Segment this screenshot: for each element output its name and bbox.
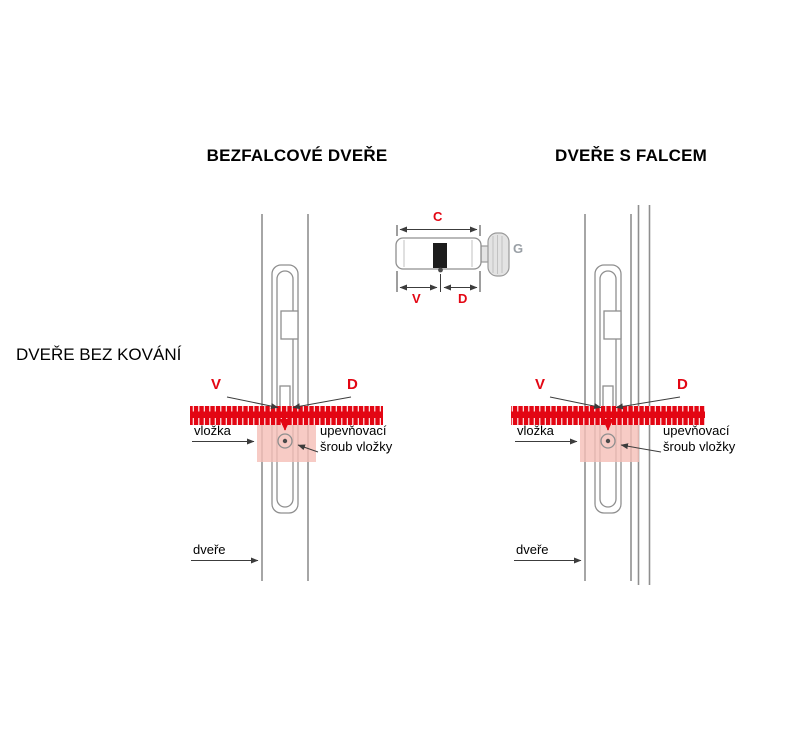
dimension-v-d bbox=[396, 271, 481, 292]
right-screw-label-line2: šroub vložky bbox=[663, 439, 736, 454]
right-screw-label: upevňovací šroub vložky bbox=[663, 423, 735, 455]
left-ruler-band bbox=[190, 406, 383, 425]
left-screw-label-line2: šroub vložky bbox=[320, 439, 393, 454]
left-v-arrow bbox=[226, 396, 279, 410]
left-screw-label-arrow bbox=[297, 444, 319, 453]
heading-bezfalcove-dvere: BEZFALCOVÉ DVEŘE bbox=[206, 146, 388, 165]
cylinder-illustration bbox=[395, 225, 510, 292]
cylinder-dim-g-label: G bbox=[513, 241, 524, 256]
right-door-drawing bbox=[584, 205, 651, 585]
right-d-label: D bbox=[677, 376, 688, 393]
right-d-arrow bbox=[615, 396, 681, 410]
right-screw-label-line1: upevňovací bbox=[663, 423, 730, 438]
right-ruler-band bbox=[511, 406, 705, 425]
left-latch bbox=[280, 310, 299, 340]
heading-dvere-s-falcem: DVEŘE S FALCEM bbox=[554, 146, 708, 165]
right-screw-highlight bbox=[580, 425, 639, 462]
cylinder-dim-c-label: C bbox=[433, 209, 443, 224]
dimension-c bbox=[396, 225, 481, 236]
knob-icon bbox=[487, 232, 510, 277]
left-v-label: V bbox=[211, 376, 222, 393]
right-faceplate-slot bbox=[599, 270, 617, 508]
right-vlozka-label: vložka bbox=[517, 423, 554, 438]
right-fixing-screw bbox=[600, 433, 616, 449]
right-annotation-arrows bbox=[514, 396, 681, 564]
cylinder-dim-d-label: D bbox=[458, 291, 468, 306]
left-d-arrow bbox=[292, 396, 352, 410]
left-screw-label-line1: upevňovací bbox=[320, 423, 387, 438]
left-fixing-screw bbox=[277, 433, 293, 449]
right-screw-label-arrow bbox=[620, 443, 662, 453]
left-screw-highlight bbox=[257, 425, 316, 462]
right-latch bbox=[603, 310, 622, 340]
cylinder-dim-v-label: V bbox=[412, 291, 421, 306]
left-screw-label: upevňovací šroub vložky bbox=[320, 423, 392, 455]
cylinder-screw-hole bbox=[438, 267, 443, 273]
left-d-label: D bbox=[347, 376, 358, 393]
left-annotation-arrows bbox=[191, 396, 352, 564]
left-dvere-label: dveře bbox=[193, 542, 226, 557]
cylinder-cam bbox=[433, 243, 447, 268]
left-vlozka-label: vložka bbox=[194, 423, 231, 438]
label-dvere-bez-kovani: DVEŘE BEZ KOVÁNÍ bbox=[16, 345, 182, 364]
left-faceplate-slot bbox=[276, 270, 294, 508]
right-dvere-label: dveře bbox=[516, 542, 549, 557]
right-v-arrow bbox=[549, 396, 602, 410]
right-v-label: V bbox=[535, 376, 546, 393]
left-door-drawing bbox=[261, 214, 309, 581]
